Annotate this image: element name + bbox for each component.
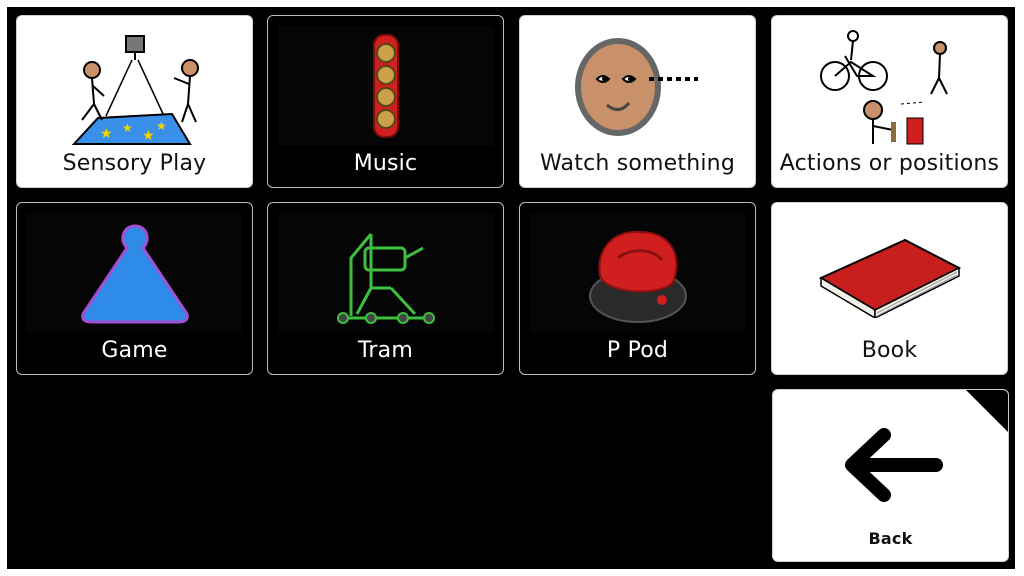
sensory-play-icon: ★ ★ ★ ★ [27, 26, 242, 146]
corner-fold [965, 390, 1008, 433]
tile-p-pod[interactable]: P Pod [519, 202, 756, 375]
tile-music[interactable]: Music [267, 15, 504, 188]
tile-game[interactable]: Game [16, 202, 253, 375]
communication-board: ★ ★ ★ ★ Sensory Play [7, 7, 1015, 569]
tile-tram[interactable]: Tram [267, 202, 504, 375]
back-arrow-icon [783, 410, 998, 520]
actions-icon [782, 26, 997, 146]
tile-label: Music [353, 151, 418, 176]
watching-face-icon [530, 26, 745, 146]
tile-sensory-play[interactable]: ★ ★ ★ ★ Sensory Play [16, 15, 253, 188]
tile-label: Game [101, 338, 168, 363]
tile-label: P Pod [606, 338, 669, 363]
tile-label: Tram [358, 338, 413, 363]
game-piece-icon [27, 213, 242, 333]
tile-label: Actions or positions [779, 151, 1000, 176]
svg-text:★: ★ [100, 126, 113, 142]
jingle-bells-icon [278, 26, 493, 146]
svg-text:★: ★ [156, 119, 167, 133]
book-icon [782, 213, 997, 333]
standing-frame-icon [278, 213, 493, 333]
svg-text:★: ★ [122, 121, 133, 135]
tile-label: Watch something [540, 151, 735, 176]
back-label: Back [868, 529, 913, 548]
tile-book[interactable]: Book [771, 202, 1008, 375]
tile-label: Sensory Play [62, 151, 207, 176]
svg-text:★: ★ [142, 128, 155, 144]
tile-label: Book [861, 338, 918, 363]
back-button[interactable]: Back [772, 389, 1009, 562]
tile-watch-something[interactable]: Watch something [519, 15, 756, 188]
tile-actions-or-positions[interactable]: Actions or positions [771, 15, 1008, 188]
p-pod-chair-icon [530, 213, 745, 333]
